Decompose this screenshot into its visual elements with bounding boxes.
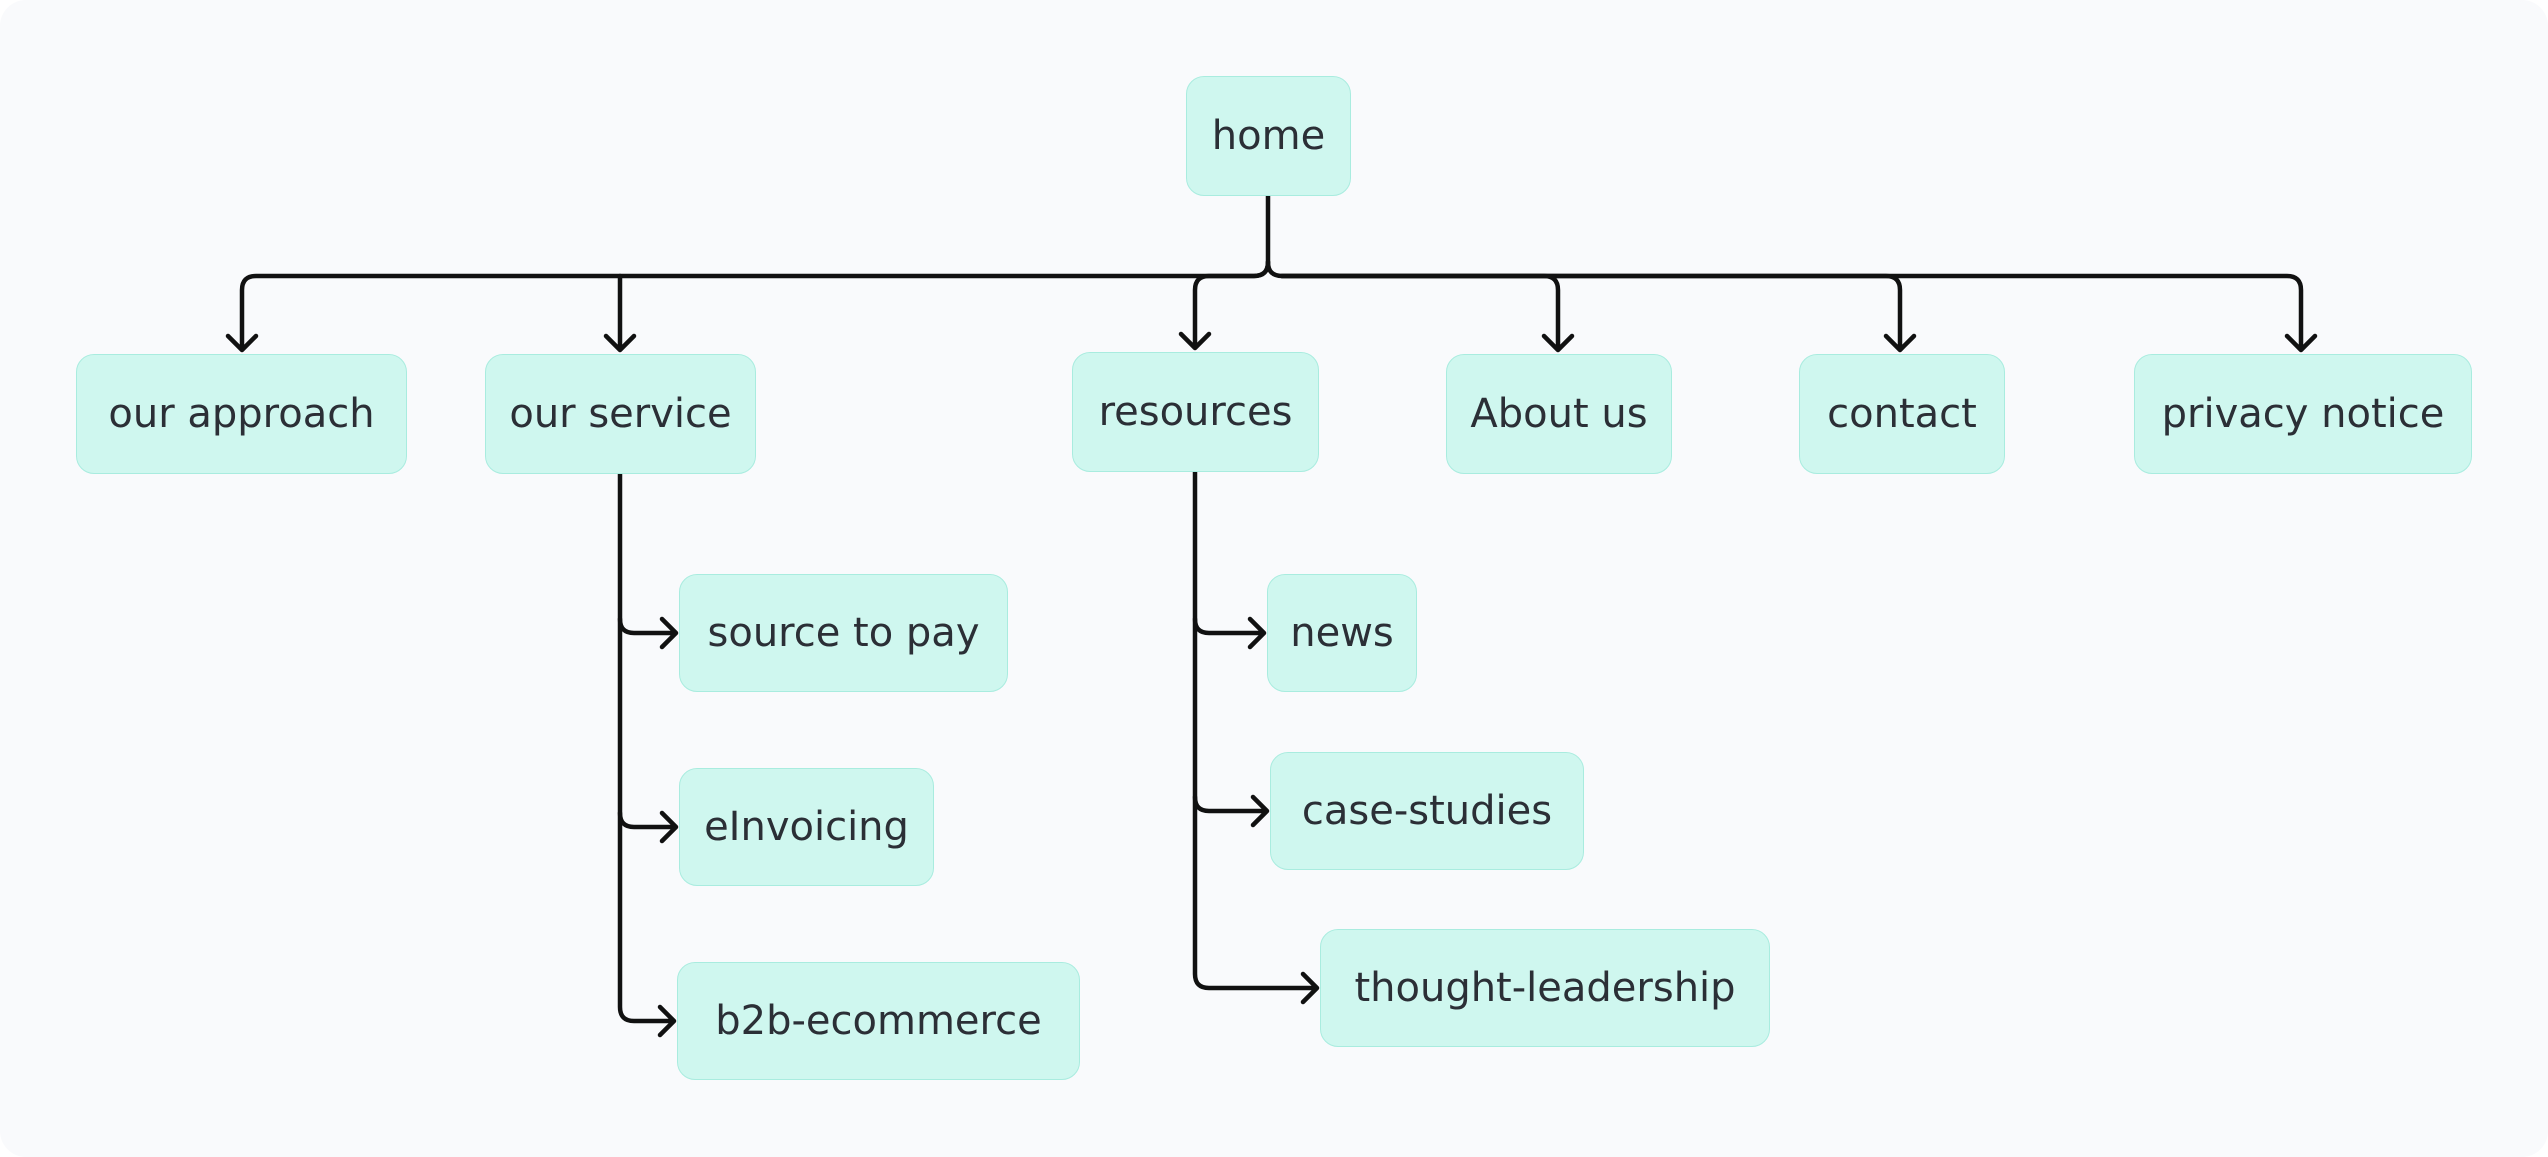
node-our-approach[interactable]: our approach [76,354,407,474]
connector-resources-news [1192,469,1267,650]
node-source-to-pay[interactable]: source to pay [679,574,1008,692]
connector-home-our-service [603,273,637,353]
node-resources[interactable]: resources [1072,352,1319,472]
connector-home-privacy-notice [1279,273,2318,353]
node-privacy-notice[interactable]: privacy notice [2134,354,2472,474]
connector-our-service-einvoicing [617,616,679,844]
node-home[interactable]: home [1186,76,1351,196]
node-case-studies[interactable]: case-studies [1270,752,1584,870]
connector-resources-thought-leadership [1192,794,1320,1005]
node-contact[interactable]: contact [1799,354,2005,474]
node-about-us[interactable]: About us [1446,354,1672,474]
node-news[interactable]: news [1267,574,1417,692]
connector-home-contact [1279,273,1917,353]
connector-our-service-b2b-ecommerce [617,810,677,1038]
connector-home-resources [1178,259,1271,351]
node-our-service[interactable]: our service [485,354,756,474]
node-b2b-ecommerce[interactable]: b2b-ecommerce [677,962,1080,1080]
node-thought-leadership[interactable]: thought-leadership [1320,929,1770,1047]
node-einvoicing[interactable]: eInvoicing [679,768,934,886]
connector-our-service-source-to-pay [617,471,679,650]
connector-resources-case-studies [1192,616,1270,828]
connector-home-our-approach [225,193,1271,353]
